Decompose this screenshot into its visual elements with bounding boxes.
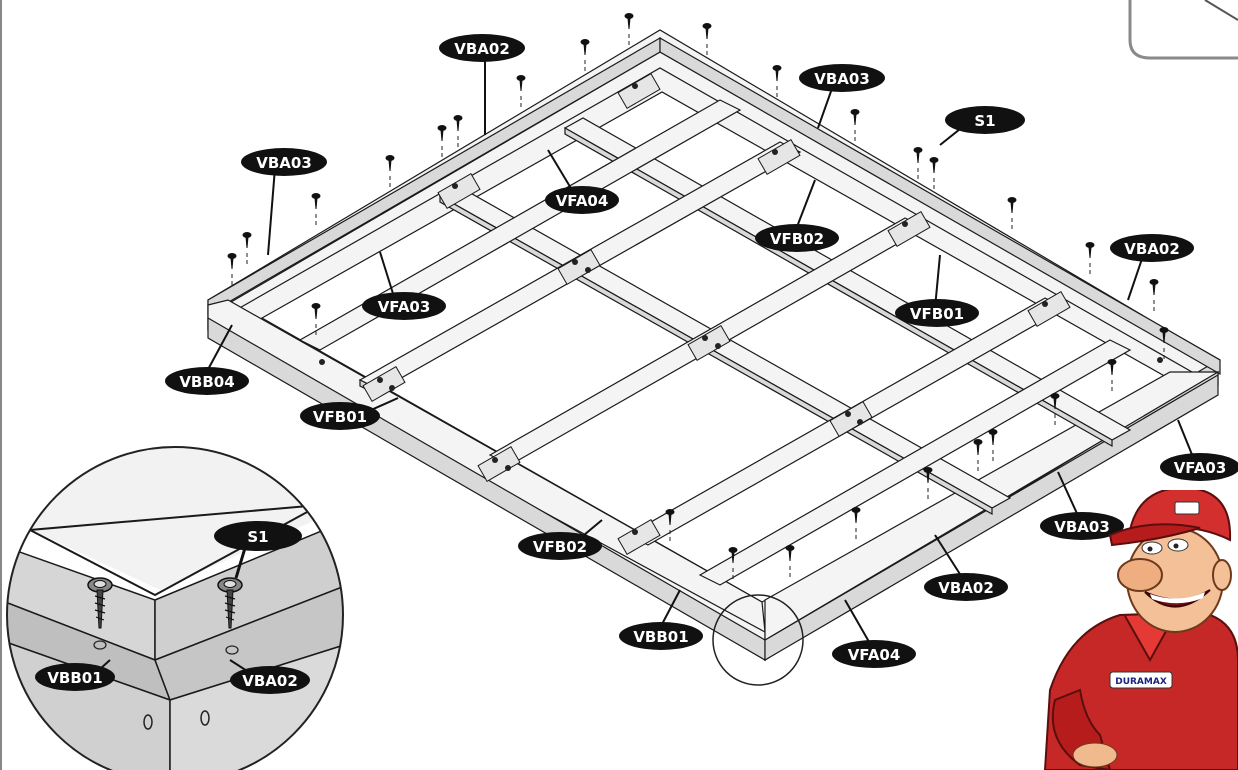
label-vfa04-top: VFA04 [545,186,619,214]
screw-icon [437,125,447,160]
detail-magnifier: S1 VBB01 VBA02 [6,446,344,770]
label-vfa03-left: VFA03 [362,292,446,320]
svg-text:VBA02: VBA02 [938,579,994,597]
mascot-illustration: DURAMAX [1043,490,1238,770]
svg-text:VBB01: VBB01 [47,669,102,687]
svg-text:VBA02: VBA02 [1124,240,1180,258]
screw-icon [929,157,939,192]
label-vfa03-right: VFA03 [1160,453,1238,481]
svg-text:S1: S1 [247,528,268,546]
screw-icon [1007,197,1017,232]
screw-icon [242,232,252,267]
screw-icon [923,467,933,502]
screw-icon [728,547,738,582]
label-vfb02-bottom: VFB02 [518,532,602,560]
screw-icon [227,253,237,288]
label-vfb02-top: VFB02 [755,224,839,252]
screw-icon [1050,393,1060,428]
detail-label-vba02: VBA02 [230,666,310,694]
label-vba02-bottom: VBA02 [924,573,1008,601]
svg-text:VBB04: VBB04 [179,373,234,391]
screw-icon [1159,327,1169,362]
svg-text:VBB01: VBB01 [633,628,688,646]
screws [227,13,1169,582]
bracket-plates [362,73,1071,555]
screw-icon [973,439,983,474]
mascot-badge-text: DURAMAX [1115,677,1167,687]
label-vfa04-bottom: VFA04 [832,640,916,668]
screw-icon [453,115,463,150]
svg-text:VFB01: VFB01 [910,305,964,323]
svg-text:VFB01: VFB01 [313,408,367,426]
floor-frame [207,29,1221,662]
label-vbb01-bottom: VBB01 [619,622,703,650]
screw-icon [385,155,395,190]
bolt-holes [319,83,1163,535]
screw-icon [311,193,321,228]
label-vfb01-right: VFB01 [895,299,979,327]
label-vba02-top: VBA02 [439,34,525,62]
detail-marker-circle [712,594,804,686]
detail-label-vbb01: VBB01 [35,663,115,691]
screw-icon [785,545,795,580]
svg-text:S1: S1 [974,112,995,130]
screw-icon [1149,279,1159,314]
detail-screw-left [87,577,113,629]
screw-icon [1085,242,1095,277]
screw-icon [850,109,860,144]
screw-icon [702,23,712,58]
screw-icon [580,39,590,74]
screw-icon [665,509,675,544]
svg-text:VBA03: VBA03 [1054,518,1110,536]
label-vba03-left: VBA03 [241,148,327,176]
screw-icon [988,429,998,464]
detail-screw-right [217,577,243,629]
svg-text:VFA04: VFA04 [848,646,901,664]
svg-text:VFB02: VFB02 [770,230,824,248]
svg-text:VBA02: VBA02 [242,672,298,690]
svg-text:VBA03: VBA03 [256,154,312,172]
svg-text:VFA03: VFA03 [1174,459,1227,477]
screw-icon [624,13,634,48]
label-vba03-top: VBA03 [799,64,885,92]
svg-text:VFB02: VFB02 [533,538,587,556]
screw-icon [311,303,321,338]
screw-icon [1107,359,1117,394]
screw-icon [851,507,861,542]
label-vbb04-left: VBB04 [165,367,249,395]
corner-callout-box [1128,0,1238,60]
label-vfb01-left: VFB01 [300,402,380,430]
svg-text:VFA04: VFA04 [556,192,609,210]
svg-text:VBA02: VBA02 [454,40,510,58]
svg-text:VBA03: VBA03 [814,70,870,88]
screw-icon [772,65,782,100]
detail-label-s1: S1 [214,521,302,551]
label-vba03-right: VBA03 [1040,512,1124,540]
svg-text:VFA03: VFA03 [378,298,431,316]
screw-icon [913,147,923,182]
label-vba02-right: VBA02 [1110,234,1194,262]
screw-icon [516,75,526,110]
label-s1-top: S1 [945,106,1025,134]
